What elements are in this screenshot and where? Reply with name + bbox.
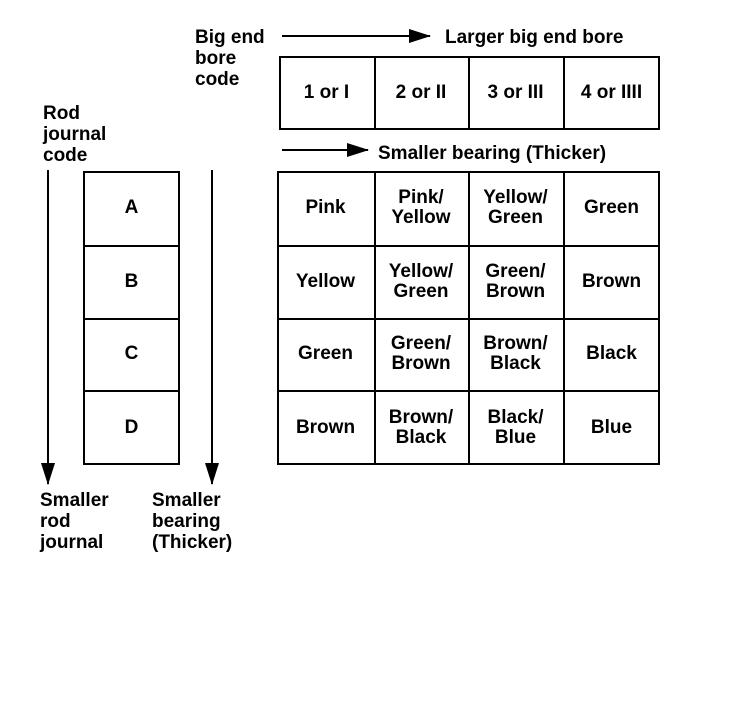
smaller-bearing-top-label: Smaller bearing (Thicker) [378,143,607,164]
bearing-cell-a4: Green [584,197,639,218]
bearing-cell-c2: Green/ Brown [390,333,452,374]
bearing-cell-a2: Pink/ Yellow [391,187,451,228]
big-end-bore-code-label: Big end bore code [195,27,265,90]
rod-journal-code-label: Rod journal code [43,103,107,166]
journal-code-b: B [124,270,139,292]
bearing-cell-c1: Green [298,343,353,364]
bore-code-1: 1 or I [303,82,350,103]
bore-code-2: 2 or II [395,82,447,103]
bore-code-4: 4 or IIII [580,82,643,103]
smaller-rod-journal-label: Smaller rod journal [40,490,109,553]
journal-code-c: C [124,343,139,364]
bearing-cell-d4: Blue [590,416,633,438]
bearing-cell-d3: Black/ Blue [487,406,544,448]
journal-code-d: D [124,416,139,438]
bearing-cell-d2: Brown/ Black [388,406,454,448]
bearing-cell-c3: Brown/ Black [483,333,548,374]
bearing-cell-b3: Green/ Brown [485,260,546,302]
bore-code-3: 3 or III [487,82,544,103]
bearing-cell-d1: Brown [295,416,356,438]
journal-code-a: A [124,197,139,218]
bearing-cell-a1: Pink [305,197,346,218]
smaller-bearing-bottom-label: Smaller bearing (Thicker) [152,490,233,553]
bearing-cell-b4: Brown [581,270,642,292]
bearing-cell-c4: Black [586,343,637,364]
bearing-cell-b2: Yellow/ Green [388,260,454,302]
bearing-cell-b1: Yellow [295,270,356,292]
larger-big-end-bore-label: Larger big end bore [445,27,624,48]
bearing-cell-a3: Yellow/ Green [483,187,548,228]
